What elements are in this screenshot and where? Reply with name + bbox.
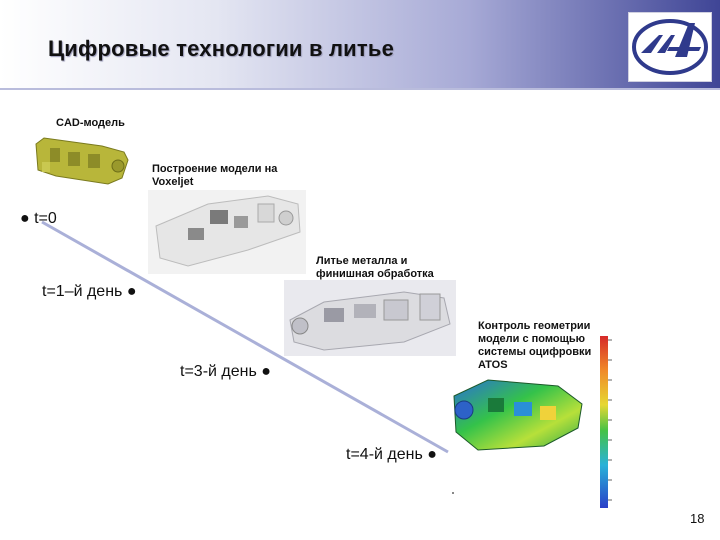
decorative-dot — [452, 492, 454, 494]
deviation-color-scale — [600, 336, 612, 508]
header-divider — [0, 88, 720, 90]
atos-scan-image — [453, 379, 583, 451]
slide-header: Цифровые технологии в литье — [0, 0, 720, 88]
cad-model-label: CAD-модель — [56, 117, 125, 129]
timeline-t0: ● t=0 — [20, 210, 57, 227]
voxeljet-model-image — [148, 190, 306, 274]
voxeljet-label: Построение модели на Voxeljet — [152, 163, 278, 188]
casting-label: Литье металла и финишная обработка — [316, 255, 434, 280]
company-logo — [628, 12, 712, 82]
timeline-t4: t=4-й день ● — [346, 446, 437, 463]
cad-model-image — [35, 137, 129, 185]
casting-image — [284, 280, 456, 356]
timeline-t1: t=1–й день ● — [42, 283, 137, 300]
timeline-t3: t=3-й день ● — [180, 363, 271, 380]
slide-title: Цифровые технологии в литье — [48, 36, 395, 61]
control-label: Контроль геометрии модели с помощью сист… — [478, 320, 592, 371]
slide-number: 18 — [690, 511, 705, 526]
